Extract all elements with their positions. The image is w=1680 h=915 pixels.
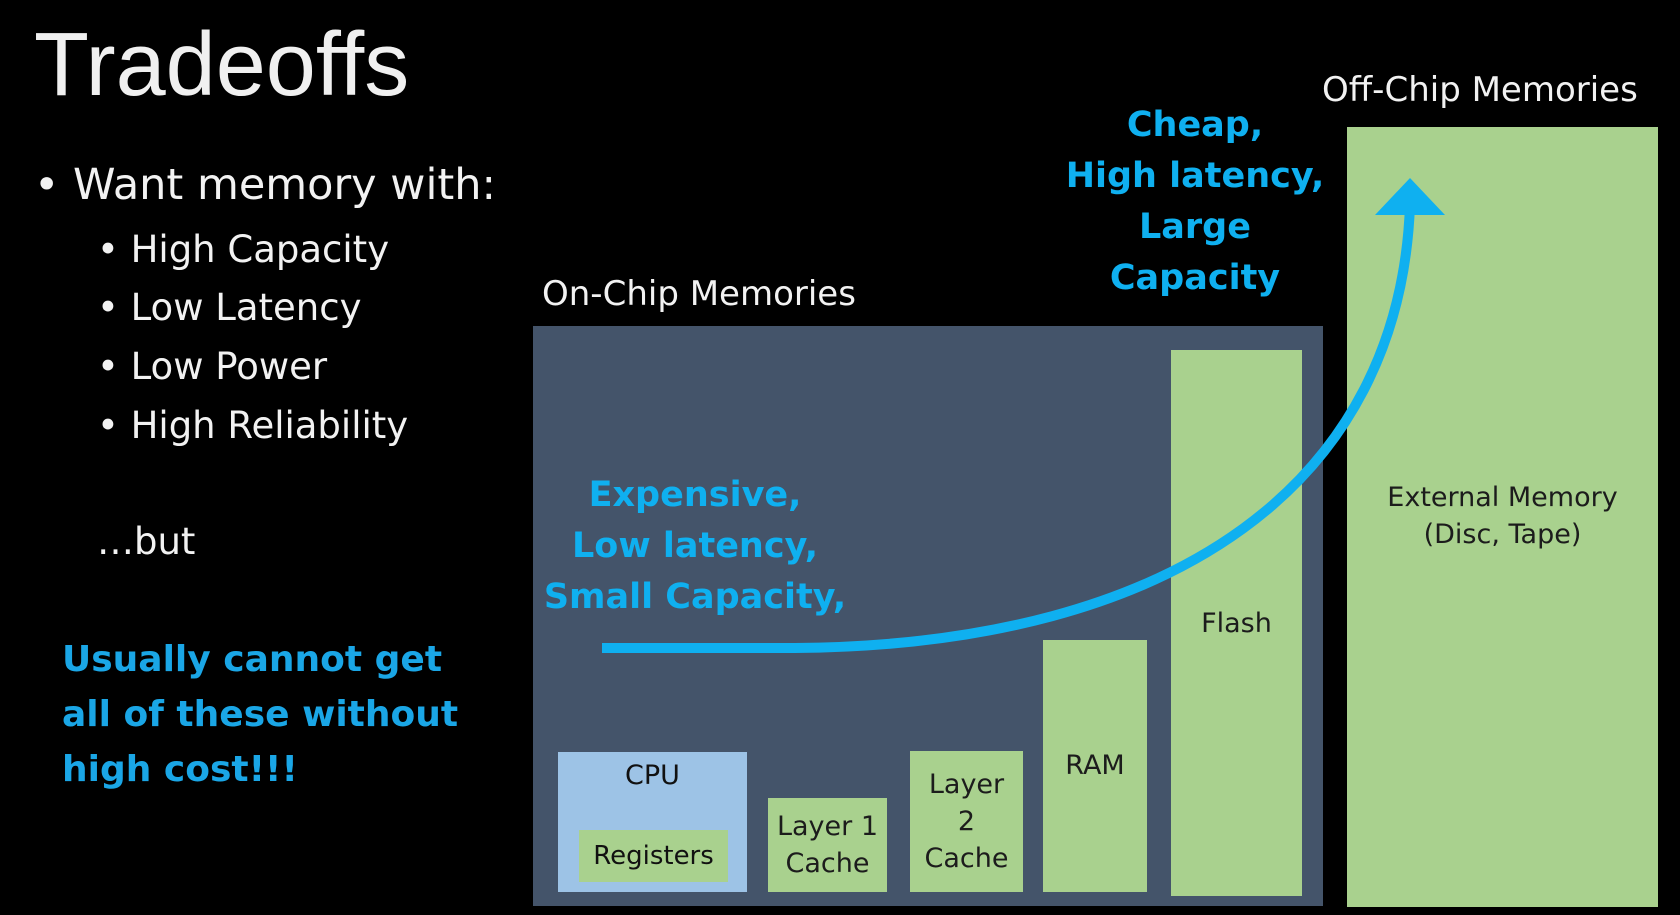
layer2-cache-box: Layer 2 Cache	[910, 751, 1023, 892]
requirement-text: High Capacity	[130, 228, 390, 271]
ram-label: RAM	[1065, 750, 1125, 781]
layer2-line: Cache	[924, 843, 1009, 874]
off-chip-header: Off-Chip Memories	[1322, 70, 1638, 110]
arrow-head-icon	[1375, 178, 1445, 215]
annotation-line: Large Capacity	[1109, 207, 1281, 298]
registers-box: Registers	[579, 830, 728, 882]
bullet-dot: •	[34, 160, 74, 210]
but-text: …but	[97, 520, 196, 563]
layer1-cache-box: Layer 1 Cache	[768, 798, 887, 892]
layer2-line: 2	[957, 806, 976, 837]
intro-bullet: • Want memory with:	[34, 160, 496, 210]
flash-label: Flash	[1201, 607, 1272, 639]
annotation-line: Small Capacity,	[543, 577, 847, 617]
requirement-text: High Reliability	[130, 404, 409, 447]
cost-warning: Usually cannot get all of these without …	[62, 639, 459, 790]
requirement-text: Low Latency	[130, 286, 362, 329]
external-memory-line: (Disc, Tape)	[1423, 519, 1582, 550]
intro-text: Want memory with:	[73, 160, 496, 210]
page-title: Tradeoffs	[34, 15, 410, 115]
requirement-item: • Low Power	[97, 345, 328, 388]
ram-box: RAM	[1043, 640, 1147, 892]
external-memory-line: External Memory	[1387, 482, 1618, 513]
requirement-item: • High Reliability	[97, 404, 409, 447]
layer1-line: Layer 1	[776, 811, 879, 842]
on-chip-header: On-Chip Memories	[542, 274, 856, 314]
off-chip-annotation: Cheap, High latency, Large Capacity	[1050, 100, 1340, 304]
cpu-box: CPU Registers	[558, 752, 747, 892]
requirement-item: • High Capacity	[97, 228, 390, 271]
layer2-line: Layer	[928, 769, 1005, 800]
requirement-text: Low Power	[130, 345, 328, 388]
annotation-line: Low latency,	[571, 526, 818, 566]
on-chip-annotation: Expensive, Low latency, Small Capacity,	[540, 470, 850, 623]
annotation-line: Expensive,	[588, 475, 802, 515]
flash-box: Flash	[1171, 350, 1302, 896]
external-memory-box: External Memory (Disc, Tape)	[1347, 127, 1658, 907]
annotation-line: High latency,	[1065, 156, 1325, 196]
cpu-label: CPU	[625, 760, 680, 791]
requirement-item: • Low Latency	[97, 286, 362, 329]
layer1-line: Cache	[785, 848, 870, 879]
arrow-curve	[602, 204, 1415, 653]
annotation-line: Cheap,	[1126, 105, 1264, 145]
